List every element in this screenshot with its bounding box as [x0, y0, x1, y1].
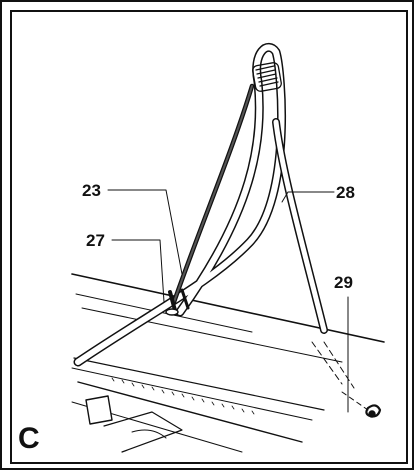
bed-front-edge	[77, 381, 303, 443]
bed-rail-2	[81, 307, 343, 363]
dashed-yarn-path	[341, 391, 369, 411]
callout-23: 23	[82, 181, 101, 200]
front-wheel	[103, 411, 183, 453]
callout-28: 28	[336, 183, 355, 202]
front-block	[85, 395, 113, 425]
callout-29: 29	[334, 273, 353, 292]
bed-top-edge	[71, 273, 385, 343]
stand-illustration	[71, 43, 385, 453]
clamp-base	[165, 308, 179, 316]
diagram-panel: 23 27 28 29 C	[10, 10, 408, 464]
needle-ticks	[111, 377, 255, 415]
panel-letter: C	[18, 422, 40, 455]
hook-part	[365, 404, 382, 418]
bed-rail-1	[75, 293, 253, 333]
leader-lines	[107, 189, 349, 413]
bed-rail-3	[73, 357, 325, 411]
callout-27: 27	[86, 231, 105, 250]
bed-rail-4	[71, 367, 313, 421]
dashed-leg-path	[311, 341, 343, 385]
coil-clamp	[252, 62, 282, 92]
